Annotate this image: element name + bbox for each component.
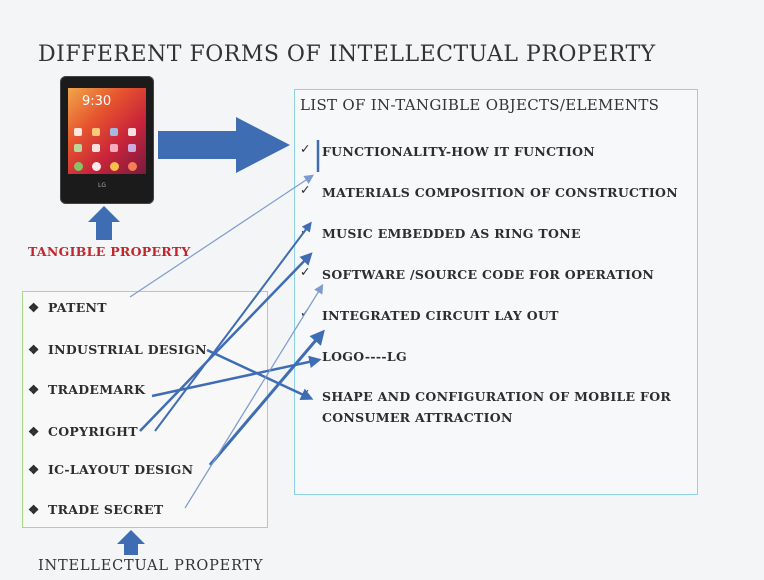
diamond-bullet-icon: ❖ (28, 382, 40, 397)
intellectual-property-box (22, 291, 268, 528)
intangible-item-line: CONSUMER ATTRACTION (322, 410, 513, 425)
copyright-arrow-music (154, 221, 312, 432)
intangible-item: ✓FUNCTIONALITY-HOW IT FUNCTION (300, 141, 596, 159)
ip-item: ❖TRADE SECRET (28, 502, 164, 517)
ip-item: ❖COPYRIGHT (28, 424, 138, 439)
check-icon: ✓ (300, 141, 311, 156)
app-icon (92, 128, 100, 136)
phone-brand: LG (98, 182, 106, 189)
ip-item: ❖TRADEMARK (28, 382, 146, 397)
tangible-property-label: TANGIBLE PROPERTY (28, 244, 191, 259)
check-icon: ✓ (300, 182, 311, 197)
intangible-list-box (294, 89, 698, 495)
intangible-item: ✓SOFTWARE /SOURCE CODE FOR OPERATION (300, 264, 655, 282)
patent-arrow (129, 174, 314, 298)
up-arrow-tangible (88, 206, 120, 240)
phone-dock-icon (92, 162, 101, 171)
app-icon (110, 144, 118, 152)
ip-item: ❖IC-LAYOUT DESIGN (28, 462, 194, 477)
app-icon (92, 144, 100, 152)
app-icon (74, 128, 82, 136)
intellectual-property-label: INTELLECTUAL PROPERTY (38, 558, 264, 574)
diamond-bullet-icon: ❖ (28, 424, 40, 439)
page-title: DIFFERENT FORMS OF INTELLECTUAL PROPERTY (38, 42, 656, 67)
phone-dock-icon (110, 162, 119, 171)
copyright-arrow-software (139, 252, 313, 432)
app-icon (110, 128, 118, 136)
diamond-bullet-icon: ❖ (28, 342, 40, 357)
big-right-arrow (158, 117, 290, 173)
check-icon: ✓ (300, 264, 311, 279)
app-icon (74, 144, 82, 152)
ic-layout-arrow (208, 329, 325, 466)
intangible-list-heading: LIST OF IN-TANGIBLE OBJECTS/ELEMENTS (300, 96, 660, 114)
phone-screen: 9:30 (68, 88, 146, 174)
diamond-bullet-icon: ❖ (28, 462, 40, 477)
diamond-bullet-icon: ❖ (28, 300, 40, 315)
up-arrow-ip (117, 530, 145, 555)
phone-dock-icon (128, 162, 137, 171)
ip-item: ❖INDUSTRIAL DESIGN (28, 342, 207, 357)
phone-clock: 9:30 (82, 94, 112, 109)
phone-dock-icon (74, 162, 83, 171)
intangible-item-line: SHAPE AND CONFIGURATION OF MOBILE FOR (322, 389, 672, 404)
ip-item: ❖PATENT (28, 300, 107, 315)
app-icon (128, 144, 136, 152)
trade-secret-arrow (184, 283, 324, 509)
app-icon (128, 128, 136, 136)
phone-image: 9:30 LG (60, 76, 154, 204)
intangible-item: ✓MATERIALS COMPOSITION OF CONSTRUCTION (300, 182, 678, 200)
diamond-bullet-icon: ❖ (28, 502, 40, 517)
